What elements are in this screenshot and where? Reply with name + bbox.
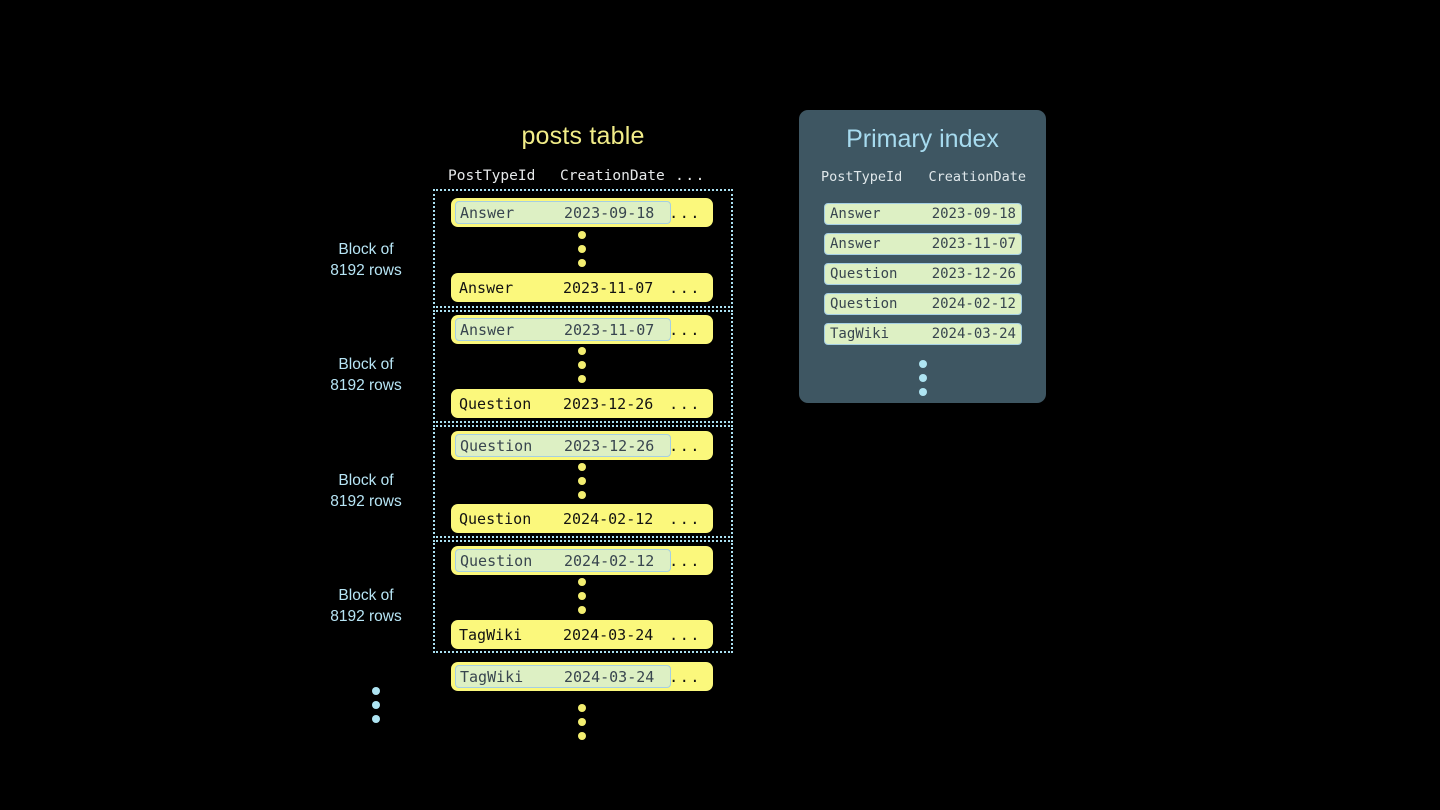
cell-creationdate: 2023-12-26: [563, 394, 654, 413]
index-row: Answer 2023-11-07: [824, 233, 1022, 255]
row-ellipsis-icon: [574, 231, 590, 267]
row-chip: Question 2024-02-12: [455, 549, 671, 572]
cell-posttypeid: TagWiki: [460, 667, 524, 686]
cell-more: ...: [669, 667, 701, 686]
cell-more: ...: [669, 203, 701, 222]
cell-more: ...: [669, 278, 701, 297]
table-row: Question 2024-02-12 ...: [451, 546, 713, 575]
cell-more: ...: [669, 320, 701, 339]
cell-posttypeid: Answer: [460, 320, 515, 339]
primary-index-ellipsis-icon: [799, 360, 1046, 396]
block-label-1: Block of 8192 rows: [306, 239, 426, 281]
table-row: Question 2023-12-26 ...: [451, 431, 713, 460]
primary-index-column-headers: PostTypeId CreationDate: [821, 167, 1026, 187]
table-row: Answer 2023-09-18 ...: [451, 198, 713, 227]
block-label-line1: Block of: [338, 241, 394, 258]
cell-creationdate: 2023-12-26: [931, 266, 1016, 282]
block-label-line2: 8192 rows: [330, 493, 402, 510]
cell-posttypeid: Answer: [459, 278, 514, 297]
block-label-line2: 8192 rows: [330, 608, 402, 625]
cell-posttypeid: Question: [459, 394, 532, 413]
row-cells: Question 2023-12-26: [455, 392, 669, 415]
cell-creationdate: 2024-02-12: [563, 509, 654, 528]
table-row: Question 2023-12-26 ...: [451, 389, 713, 418]
cell-creationdate: 2023-09-18: [564, 203, 655, 222]
cell-more: ...: [669, 394, 701, 413]
cell-creationdate: 2024-03-24: [564, 667, 655, 686]
cell-posttypeid: Answer: [830, 206, 881, 222]
table-row: TagWiki 2024-03-24 ...: [451, 620, 713, 649]
cell-more: ...: [669, 509, 701, 528]
blocks-continue-ellipsis-icon: [368, 687, 384, 723]
cell-posttypeid: Question: [460, 436, 533, 455]
cell-more: ...: [669, 436, 701, 455]
column-header-creationdate: CreationDate: [560, 168, 665, 184]
row-cells: Answer 2023-11-07: [455, 276, 669, 299]
row-chip: TagWiki 2024-03-24: [455, 665, 671, 688]
row-ellipsis-icon: [574, 578, 590, 614]
cell-creationdate: 2023-09-18: [931, 206, 1016, 222]
cell-creationdate: 2023-12-26: [564, 436, 655, 455]
index-row: Question 2024-02-12: [824, 293, 1022, 315]
block-outline-3: [433, 425, 733, 538]
column-header-posttypeid: PostTypeId: [821, 169, 903, 185]
column-header-posttypeid: PostTypeId: [448, 168, 536, 184]
cell-creationdate: 2023-11-07: [564, 320, 655, 339]
cell-more: ...: [669, 625, 701, 644]
cell-posttypeid: Question: [459, 509, 532, 528]
cell-posttypeid: Question: [830, 296, 898, 312]
cell-posttypeid: Question: [460, 551, 533, 570]
cell-posttypeid: Answer: [830, 236, 881, 252]
block-label-line1: Block of: [338, 472, 394, 489]
block-outline-1: [433, 189, 733, 308]
block-label-line2: 8192 rows: [330, 262, 402, 279]
table-row: Answer 2023-11-07 ...: [451, 273, 713, 302]
cell-creationdate: 2024-03-24: [563, 625, 654, 644]
cell-creationdate: 2024-02-12: [564, 551, 655, 570]
cell-posttypeid: TagWiki: [830, 326, 890, 342]
cell-posttypeid: Answer: [460, 203, 515, 222]
cell-creationdate: 2024-03-24: [931, 326, 1016, 342]
row-cells: Question 2024-02-12: [455, 507, 669, 530]
row-ellipsis-icon: [574, 463, 590, 499]
cell-creationdate: 2024-02-12: [931, 296, 1016, 312]
block-label-2: Block of 8192 rows: [306, 354, 426, 396]
block-label-line2: 8192 rows: [330, 377, 402, 394]
table-row: TagWiki 2024-03-24 ...: [451, 662, 713, 691]
row-cells: TagWiki 2024-03-24: [455, 623, 669, 646]
table-row: Answer 2023-11-07 ...: [451, 315, 713, 344]
row-chip: Answer 2023-11-07: [455, 318, 671, 341]
posts-table-column-headers: PostTypeId CreationDate ...: [448, 166, 713, 186]
table-row: Question 2024-02-12 ...: [451, 504, 713, 533]
index-row: Answer 2023-09-18: [824, 203, 1022, 225]
cell-more: ...: [669, 551, 701, 570]
block-label-line1: Block of: [338, 587, 394, 604]
primary-index-rows: Answer 2023-09-18 Answer 2023-11-07 Ques…: [824, 203, 1022, 353]
row-chip: Answer 2023-09-18: [455, 201, 671, 224]
block-label-3: Block of 8192 rows: [306, 470, 426, 512]
block-label-line1: Block of: [338, 356, 394, 373]
row-chip: Question 2023-12-26: [455, 434, 671, 457]
table-continues-ellipsis-icon: [574, 704, 590, 740]
primary-index-title: Primary index: [846, 125, 999, 153]
block-outline-4: [433, 540, 733, 653]
cell-posttypeid: Question: [830, 266, 898, 282]
row-ellipsis-icon: [574, 347, 590, 383]
index-row: Question 2023-12-26: [824, 263, 1022, 285]
column-header-more: ...: [675, 168, 706, 184]
primary-index-panel: Primary index PostTypeId CreationDate An…: [799, 110, 1046, 403]
cell-creationdate: 2023-11-07: [931, 236, 1016, 252]
cell-posttypeid: TagWiki: [459, 625, 523, 644]
block-outline-2: [433, 310, 733, 423]
block-label-4: Block of 8192 rows: [306, 585, 426, 627]
column-header-creationdate: CreationDate: [928, 169, 1026, 185]
cell-creationdate: 2023-11-07: [563, 278, 654, 297]
index-row: TagWiki 2024-03-24: [824, 323, 1022, 345]
posts-table-title: posts table: [521, 122, 645, 150]
